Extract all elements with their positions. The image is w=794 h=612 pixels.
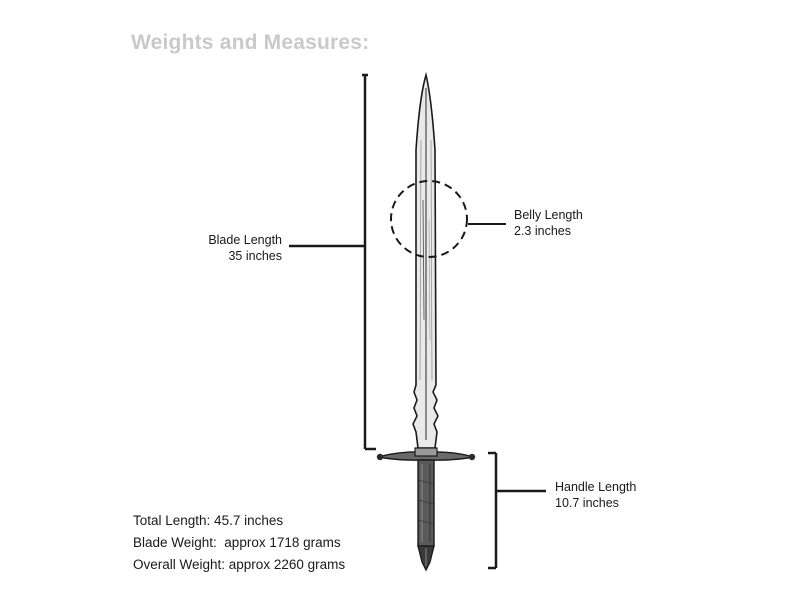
handle-length-label: Handle Length: [555, 480, 637, 494]
page-title: Weights and Measures:: [131, 31, 370, 54]
blade-length-value: 35 inches: [228, 249, 282, 263]
total-length-stat: Total Length: 45.7 inches: [133, 513, 284, 528]
overall-weight-stat: Overall Weight: approx 2260 grams: [133, 557, 346, 572]
sword-pommel: [417, 545, 435, 572]
sword-blade: [412, 71, 439, 449]
belly-length-value: 2.3 inches: [514, 224, 571, 238]
blade-length-bracket: [289, 73, 376, 451]
handle-length-callout: Handle Length 10.7 inches: [555, 479, 636, 511]
belly-length-callout: Belly Length 2.3 inches: [514, 207, 583, 239]
sword-stats: Total Length: 45.7 inches Blade Weight: …: [133, 510, 345, 576]
blade-length-callout: Blade Length 35 inches: [208, 232, 282, 264]
sword-crossguard: [376, 447, 476, 461]
belly-length-marker: [390, 180, 506, 258]
blade-weight-stat: Blade Weight: approx 1718 grams: [133, 535, 341, 550]
sword-grip: [417, 459, 435, 547]
belly-length-label: Belly Length: [514, 208, 583, 222]
blade-length-label: Blade Length: [208, 233, 282, 247]
handle-length-value: 10.7 inches: [555, 496, 619, 510]
handle-length-bracket: [488, 451, 546, 570]
